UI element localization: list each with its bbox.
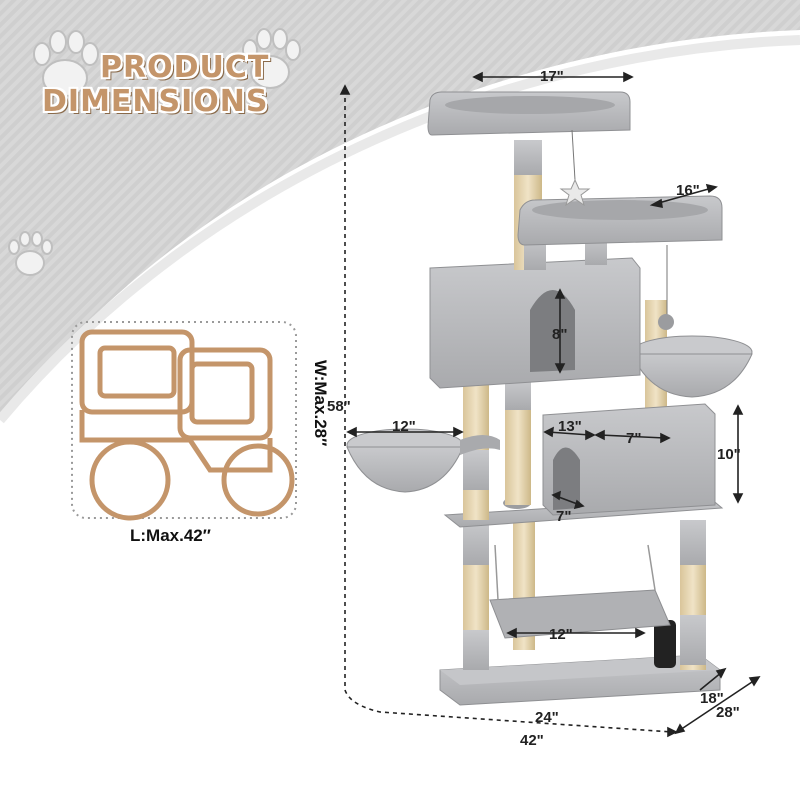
dim-basket-left-width: 12" [392, 418, 416, 435]
title-line-1: PRODUCT [100, 50, 270, 85]
dim-second-perch-width: 16" [676, 182, 700, 199]
dim-condo-door-height: 8" [552, 326, 568, 343]
dim-lower-condo-height: 10" [717, 446, 741, 463]
paw-icon [8, 231, 53, 276]
dim-base-width: 24" [535, 709, 559, 726]
dim-overall-length: 42" [520, 732, 544, 749]
dim-lower-condo-width: 13" [558, 418, 582, 435]
dim-base-depth: 18" [700, 690, 724, 707]
dim-lower-condo-side: 7" [626, 430, 642, 447]
paw-icon [33, 30, 99, 97]
title-line-2: DIMENSIONS [42, 84, 269, 119]
footprint-diagram [71, 321, 297, 521]
dim-overall-depth: 28" [716, 704, 740, 721]
paw-icon [242, 28, 301, 89]
dim-hammock-width: 12" [549, 626, 573, 643]
dim-top-perch-width: 17" [540, 68, 564, 85]
dim-lower-condo-depth: 7" [556, 508, 572, 525]
dim-total-height: 58" [327, 398, 351, 415]
footprint-length-label: L:Max.42″ [130, 526, 211, 545]
